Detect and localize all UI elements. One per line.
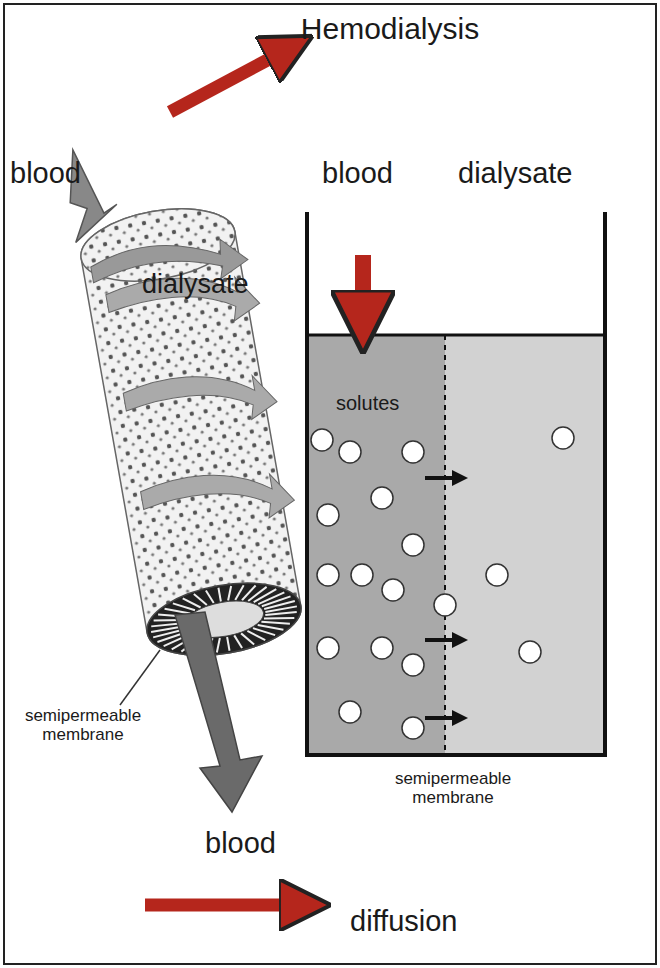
column-label: blood: [322, 158, 393, 190]
membrane-line: [444, 335, 446, 755]
frame: [4, 4, 656, 964]
process-label: diffusion: [350, 906, 458, 938]
column-label: dialysate: [458, 158, 572, 190]
flow-label: blood: [205, 828, 276, 860]
flow-arrows: [425, 478, 460, 718]
blood-out-arrow: [175, 612, 262, 812]
title-arrow: [170, 48, 290, 112]
solute-particles: [311, 427, 574, 739]
diffusion-arrow: [145, 899, 305, 912]
leader-line: [120, 650, 160, 705]
flow-label: blood: [10, 158, 81, 190]
part-label: semipermeable membrane: [378, 770, 528, 807]
beaker: [307, 212, 605, 755]
flow-label: dialysate: [142, 270, 249, 300]
pointer-arrow: [355, 255, 371, 322]
part-label: solutes: [334, 392, 401, 414]
part-label: semipermeable membrane: [8, 707, 158, 744]
diagram-title: Hemodialysis: [301, 12, 479, 45]
